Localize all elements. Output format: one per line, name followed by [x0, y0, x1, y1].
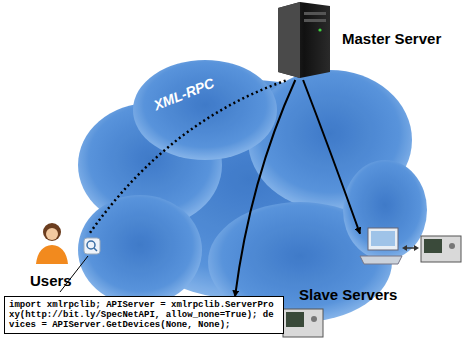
dotted-connector	[90, 80, 288, 233]
node-label: Slave Servers	[299, 286, 397, 303]
code-box: import xmlrpclib; APIServer = xmlrpclib.…	[4, 296, 284, 334]
arrow-connector	[235, 80, 295, 297]
server-tower	[278, 2, 330, 78]
code-text: import xmlrpclib; APIServer = xmlrpclib.…	[9, 300, 279, 330]
node-label: Users	[30, 272, 72, 289]
arrow-connector	[303, 80, 360, 234]
user-icon	[36, 223, 68, 264]
user-node: Users	[18, 218, 90, 292]
node-label: Master Server	[342, 30, 441, 47]
magnifier-icon	[84, 238, 100, 254]
instrument	[283, 236, 461, 337]
server-node: Master Server	[268, 0, 463, 80]
cloud	[78, 60, 427, 322]
desktop-computer	[360, 228, 402, 264]
